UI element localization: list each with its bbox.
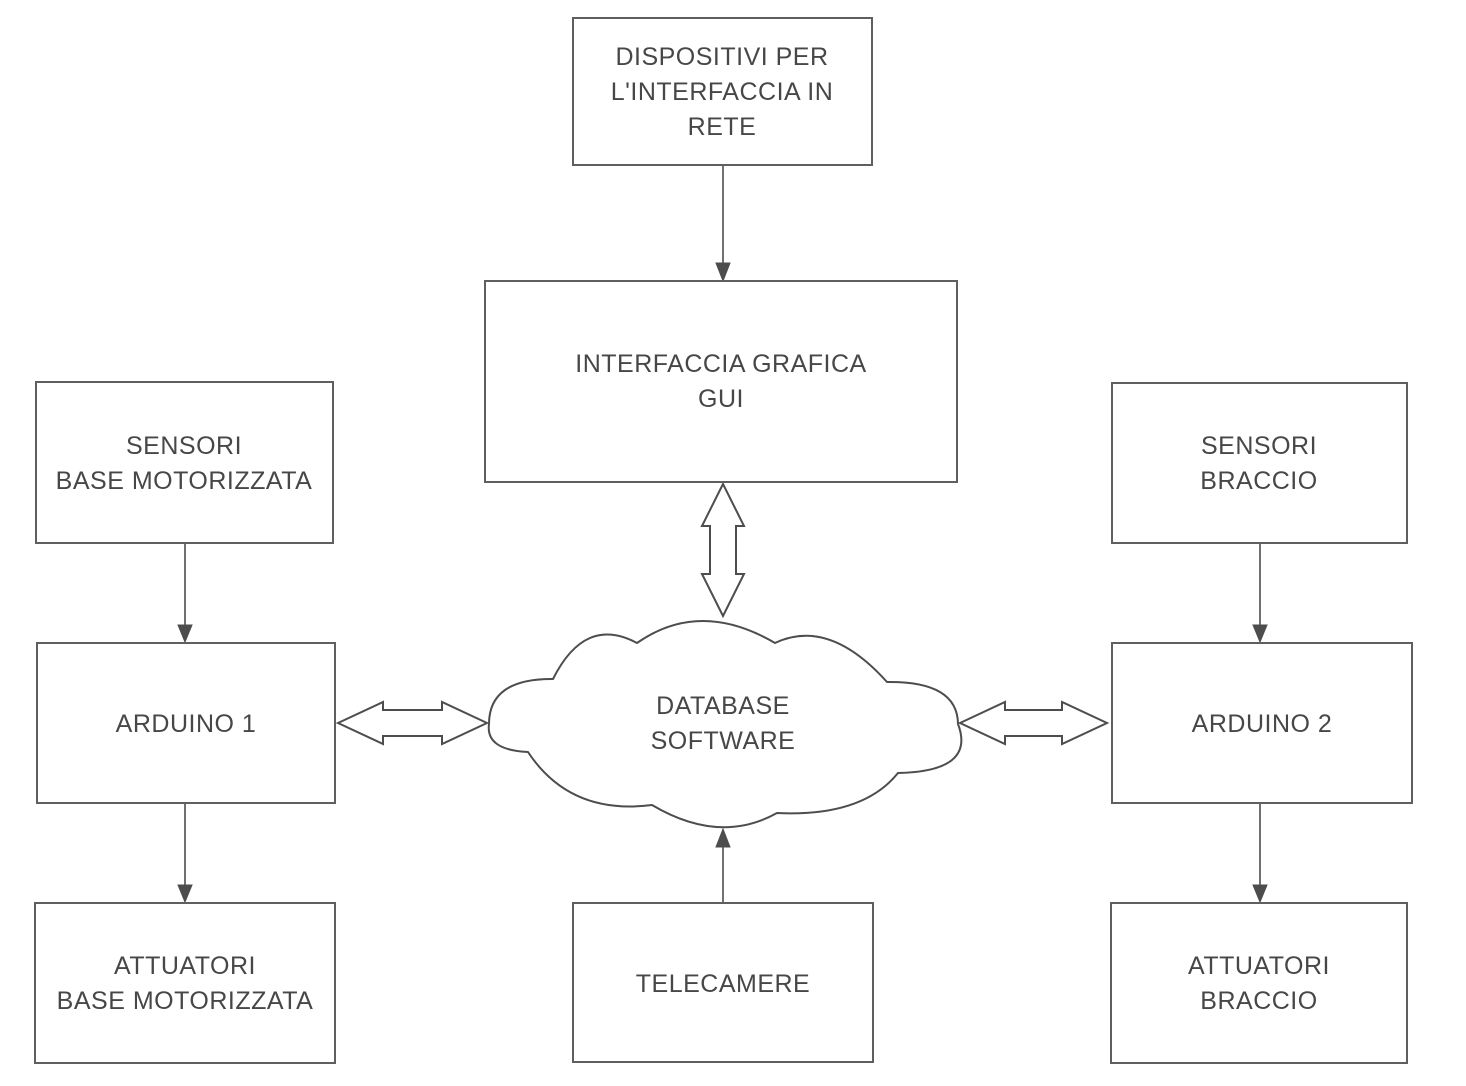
double-arrow-cloud-arduino2-icon xyxy=(957,700,1110,746)
arrowhead-down-icon xyxy=(1252,884,1268,904)
node-box xyxy=(1110,902,1408,1064)
node-attuatori-braccio: ATTUATORI BRACCIO xyxy=(1110,902,1408,1064)
node-interfaccia-gui: INTERFACCIA GRAFICA GUI xyxy=(484,280,958,483)
node-label: BRACCIO xyxy=(1200,987,1317,1015)
double-arrow-gui-cloud-icon xyxy=(700,481,746,619)
node-arduino-2: ARDUINO 2 xyxy=(1111,642,1413,804)
node-label: DISPOSITIVI PER xyxy=(615,43,828,71)
node-box xyxy=(1111,642,1413,804)
edge-dispositivi-to-gui xyxy=(715,166,731,283)
arrowhead-down-icon xyxy=(177,624,193,644)
node-arduino-1: ARDUINO 1 xyxy=(36,642,336,804)
node-box xyxy=(572,902,874,1063)
node-database-software: DATABASE SOFTWARE xyxy=(487,620,963,829)
node-label: ARDUINO 1 xyxy=(116,710,257,738)
arrowhead-down-icon xyxy=(177,884,193,904)
node-telecamere: TELECAMERE xyxy=(572,902,874,1063)
node-label: TELECAMERE xyxy=(636,970,810,998)
edge-sensori-base-to-arduino1 xyxy=(177,544,193,644)
node-label: BASE MOTORIZZATA xyxy=(57,987,314,1015)
node-sensori-base: SENSORI BASE MOTORIZZATA xyxy=(35,381,334,544)
node-label: INTERFACCIA GRAFICA xyxy=(575,350,866,378)
arrowhead-down-icon xyxy=(1252,624,1268,644)
node-label: GUI xyxy=(698,385,744,413)
edge-arduino1-to-attuatori-base xyxy=(177,804,193,904)
edge-telecamere-to-cloud xyxy=(715,827,731,902)
double-arrow-arduino1-cloud-icon xyxy=(335,700,490,746)
node-label: SOFTWARE xyxy=(651,727,796,755)
edge-sensori-braccio-to-arduino2 xyxy=(1252,544,1268,644)
node-sensori-braccio: SENSORI BRACCIO xyxy=(1111,382,1408,544)
node-label: L'INTERFACCIA IN xyxy=(611,78,834,106)
edge-arduino2-to-attuatori-braccio xyxy=(1252,804,1268,904)
node-box xyxy=(35,381,334,544)
node-label: RETE xyxy=(688,113,757,141)
node-label: ATTUATORI xyxy=(1188,952,1330,980)
arrowhead-down-icon xyxy=(715,262,731,283)
cloud-shape xyxy=(487,620,963,829)
node-box xyxy=(484,280,958,483)
node-label: BRACCIO xyxy=(1200,467,1317,495)
node-label: BASE MOTORIZZATA xyxy=(56,467,313,495)
node-box xyxy=(34,902,336,1064)
node-label: ATTUATORI xyxy=(114,952,256,980)
node-box xyxy=(1111,382,1408,544)
node-label: ARDUINO 2 xyxy=(1192,710,1333,738)
node-label: SENSORI xyxy=(126,432,242,460)
node-label: SENSORI xyxy=(1201,432,1317,460)
node-attuatori-base: ATTUATORI BASE MOTORIZZATA xyxy=(34,902,336,1064)
arrowhead-up-icon xyxy=(715,827,731,848)
node-dispositivi-rete: DISPOSITIVI PER L'INTERFACCIA IN RETE xyxy=(572,17,873,166)
node-label: DATABASE xyxy=(656,692,790,720)
node-box xyxy=(36,642,336,804)
node-box xyxy=(572,17,873,166)
